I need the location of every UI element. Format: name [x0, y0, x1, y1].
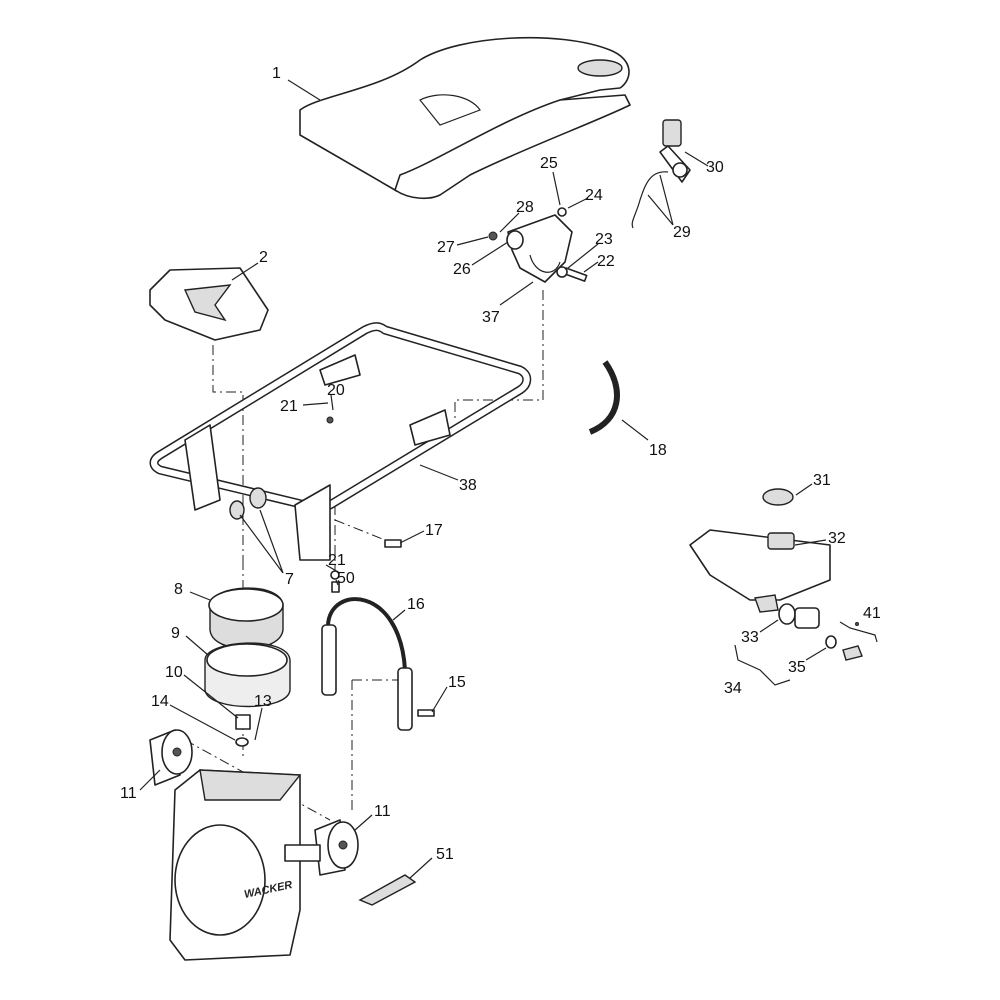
callout-label: 24: [585, 187, 603, 204]
callout-label: 30: [706, 159, 724, 176]
part-fuel-line: [321, 597, 435, 731]
callout-label: 11: [120, 785, 137, 802]
callout-label: 37: [482, 309, 500, 326]
part-fuel-tank: [689, 488, 878, 686]
callout-label: 16: [407, 596, 425, 613]
callout-label: 21: [280, 398, 298, 415]
part-air-cleaner-cover: [149, 267, 269, 341]
callout-labels: 1 30 25 24 28 27 26 23 22 37 29 2 20 21 …: [120, 65, 881, 863]
callout-label: 28: [516, 199, 534, 216]
callout-label: 29: [673, 224, 691, 241]
part-fitting: [235, 714, 251, 730]
callout-label: 15: [448, 674, 466, 691]
callout-label: 8: [174, 581, 183, 598]
callout-label: 11: [374, 803, 391, 820]
callout-label: 20: [327, 382, 345, 399]
callout-label: 34: [724, 680, 742, 697]
callout-label: 1: [272, 65, 281, 82]
callout-label: 25: [540, 155, 558, 172]
part-hose: [588, 360, 620, 435]
part-lever: [358, 874, 417, 906]
part-throttle-lever: [631, 119, 691, 229]
callout-label: 41: [863, 605, 881, 622]
part-housing: WACKER: [169, 769, 302, 961]
callout-label: 23: [595, 231, 613, 248]
part-air-filter: [208, 587, 284, 650]
callout-label: 51: [436, 846, 454, 863]
part-foam-element: [204, 642, 291, 708]
callout-label: 35: [788, 659, 806, 676]
callout-label: 26: [453, 261, 471, 278]
callout-label: 17: [425, 522, 443, 539]
part-frame: [149, 322, 532, 561]
callout-label: 32: [828, 530, 846, 547]
callout-label: 22: [597, 253, 615, 270]
callout-label: 14: [151, 693, 169, 710]
part-screws: [330, 539, 402, 593]
callout-label: 10: [165, 664, 183, 681]
part-cover: [299, 36, 631, 200]
callout-label: 50: [337, 570, 355, 587]
part-mount-right: [284, 819, 359, 876]
callout-label: 2: [259, 249, 268, 266]
callout-label: 13: [254, 693, 272, 710]
callout-label: 18: [649, 442, 667, 459]
callout-label: 31: [813, 472, 831, 489]
callout-label: 27: [437, 239, 455, 256]
callout-label: 7: [285, 571, 294, 588]
part-o-ring: [235, 737, 249, 747]
callout-label: 21: [328, 552, 346, 569]
callout-label: 38: [459, 477, 477, 494]
part-bracket: [488, 207, 588, 283]
callout-label: 33: [741, 629, 759, 646]
part-mount-left: [149, 729, 193, 786]
leader-lines: [139, 79, 827, 879]
callout-label: 9: [171, 625, 180, 642]
